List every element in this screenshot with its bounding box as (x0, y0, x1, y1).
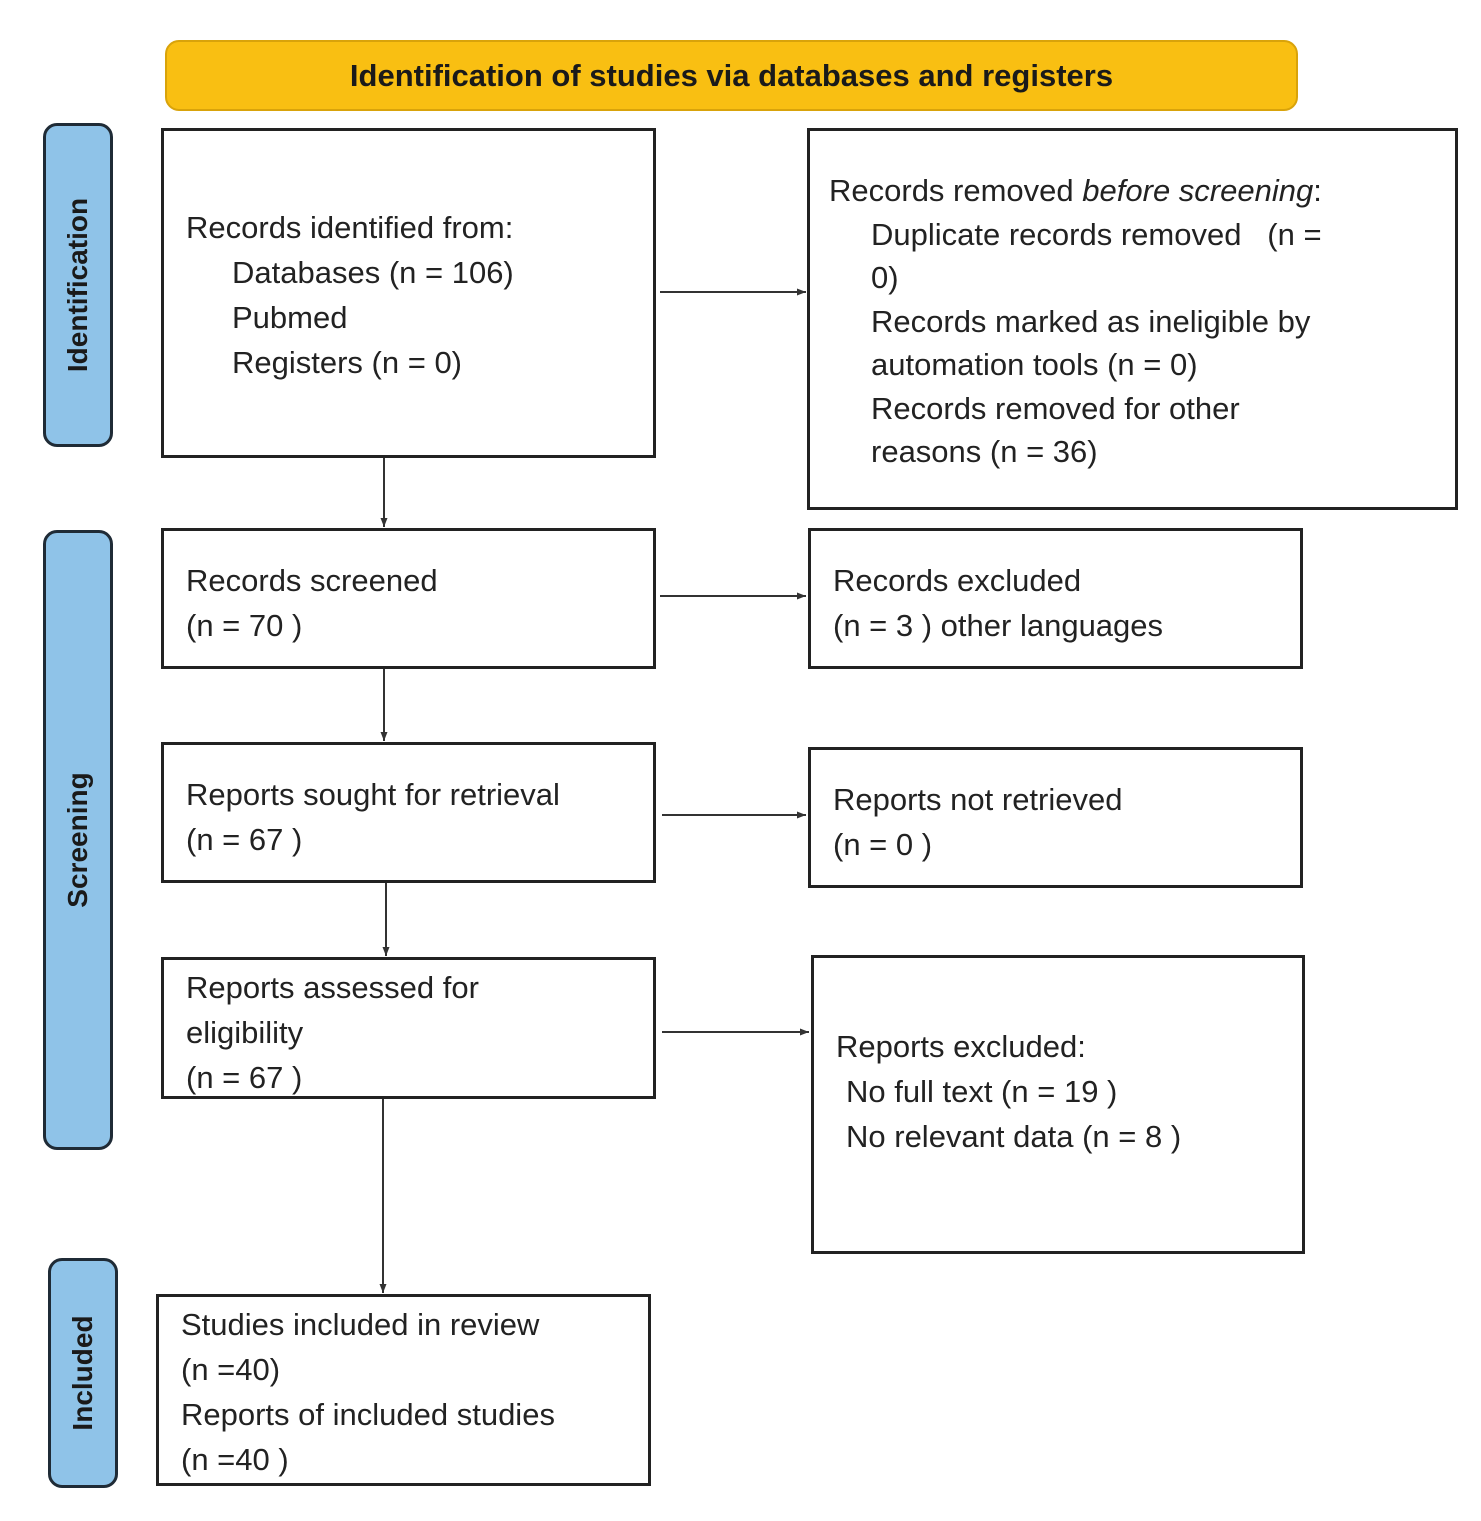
records-screened-label: Records screened (186, 563, 438, 598)
box-studies-included: Studies included in review (n =40) Repor… (156, 1294, 651, 1486)
reports-not-retrieved-count: (n = 0 ) (833, 827, 933, 862)
ineligible-records-line1: Records marked as ineligible by (871, 303, 1311, 339)
records-identified-databases: Databases (n = 106) (232, 255, 514, 290)
reports-sought-count: (n = 67 ) (186, 822, 303, 857)
reports-excluded-no-full-text: No full text (n = 19 ) (846, 1074, 1118, 1109)
duplicate-records-line1: Duplicate records removed (n = (871, 216, 1322, 252)
other-reasons-line1: Records removed for other (871, 390, 1240, 426)
studies-included-count: (n =40) (181, 1352, 281, 1387)
phase-screening: Screening (43, 530, 113, 1150)
records-identified-registers: Registers (n = 0) (232, 345, 463, 380)
reports-not-retrieved-label: Reports not retrieved (833, 782, 1123, 817)
header-banner: Identification of studies via databases … (165, 40, 1298, 111)
box-reports-sought: Reports sought for retrieval (n = 67 ) (161, 742, 656, 883)
reports-excluded-heading: Reports excluded: (836, 1029, 1086, 1064)
records-removed-heading: Records removed before screening: (829, 173, 1322, 208)
ineligible-records-line2: automation tools (n = 0) (871, 347, 1198, 382)
records-excluded-label: Records excluded (833, 563, 1082, 598)
box-reports-excluded: Reports excluded: No full text (n = 19 )… (811, 955, 1305, 1254)
box-reports-not-retrieved: Reports not retrieved (n = 0 ) (808, 747, 1303, 888)
records-excluded-count: (n = 3 ) other languages (833, 608, 1164, 643)
reports-included-count: (n =40 ) (181, 1442, 289, 1477)
reports-excluded-no-relevant-data: No relevant data (n = 8 ) (846, 1119, 1182, 1154)
header-title: Identification of studies via databases … (349, 57, 1114, 93)
records-identified-heading: Records identified from: (186, 210, 514, 245)
box-records-screened: Records screened (n = 70 ) (161, 528, 656, 669)
reports-assessed-line2: eligibility (186, 1015, 304, 1050)
box-reports-assessed: Reports assessed for eligibility (n = 67… (161, 957, 656, 1099)
box-records-removed: Records removed before screening: Duplic… (807, 128, 1458, 510)
records-screened-count: (n = 70 ) (186, 608, 303, 643)
reports-included-label: Reports of included studies (181, 1397, 555, 1432)
other-reasons-line2: reasons (n = 36) (871, 434, 1098, 469)
duplicate-records-line2: 0) (871, 260, 899, 295)
reports-assessed-line1: Reports assessed for (186, 970, 479, 1005)
studies-included-label: Studies included in review (181, 1307, 540, 1342)
box-records-identified: Records identified from: Databases (n = … (161, 128, 656, 458)
reports-sought-label: Reports sought for retrieval (186, 777, 560, 812)
reports-assessed-count: (n = 67 ) (186, 1060, 303, 1095)
phase-identification: Identification (43, 123, 113, 447)
phase-included: Included (48, 1258, 118, 1488)
box-records-excluded: Records excluded (n = 3 ) other language… (808, 528, 1303, 669)
records-identified-pubmed: Pubmed (232, 300, 348, 335)
